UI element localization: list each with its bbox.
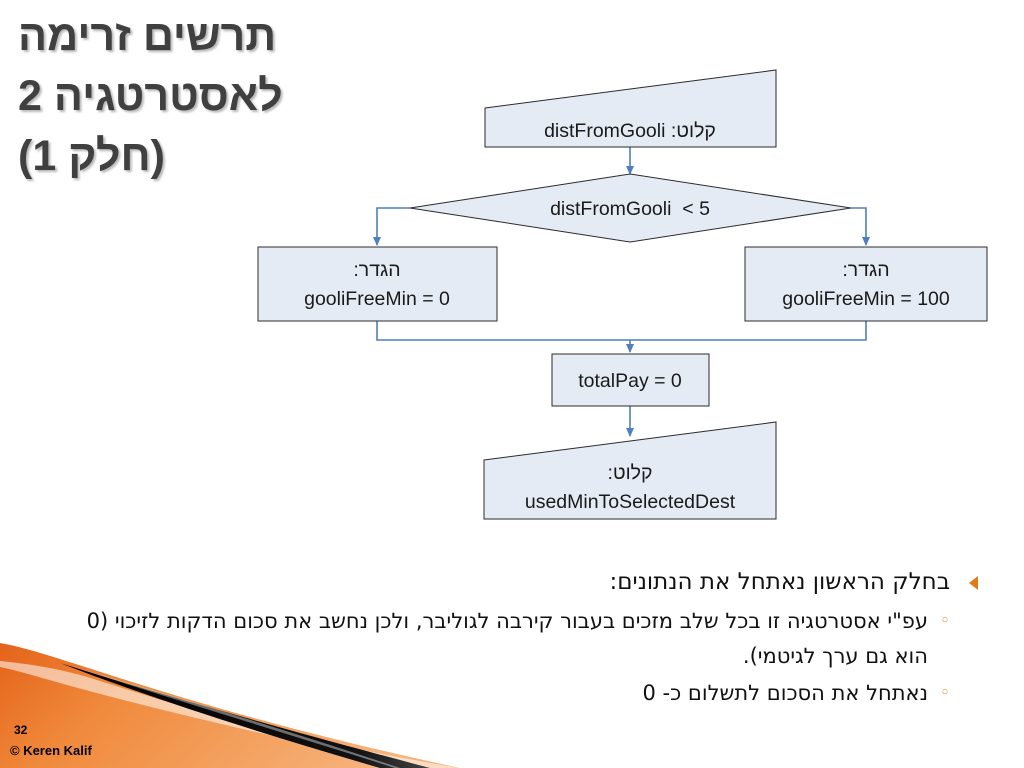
connector-left-to-merge	[376, 321, 630, 341]
decision-node-text: distFromGooli < 5	[550, 198, 710, 220]
input-node-dist: קלוט: distFromGooli	[484, 69, 777, 148]
copyright-text: © Keren Kalif	[10, 743, 92, 758]
bullet-main: בחלק הראשון נאתחל את הנתונים:	[58, 562, 978, 602]
title-line-3: (חלק 1)	[18, 132, 165, 180]
assign-node-right-label: הגדר:	[842, 259, 889, 281]
assign-node-left-value: gooliFreeMin = 0	[304, 288, 450, 310]
flowchart: קלוט: distFromGooli distFromGooli < 5 הג…	[257, 69, 988, 520]
bullet-sub-1: ◦ עפ"י אסטרטגיה זו בכל שלב מזכים בעבור ק…	[58, 604, 978, 674]
assign-node-right-value: gooliFreeMin = 100	[782, 288, 950, 310]
process-node-total-pay: totalPay = 0	[551, 353, 710, 407]
circle-bullet-icon: ◦	[939, 611, 950, 631]
decision-node: distFromGooli < 5	[409, 173, 852, 243]
connector-decision-to-left	[373, 207, 410, 246]
connectors	[373, 147, 870, 437]
assign-node-left-label: הגדר:	[353, 259, 400, 281]
triangle-bullet-icon	[969, 576, 978, 590]
bullet-sub-2: ◦ נאתחל את הסכום לתשלום כ- 0	[58, 676, 978, 711]
circle-bullet-icon: ◦	[939, 683, 950, 703]
input-node-used-min: קלוט: usedMinToSelectedDest	[483, 421, 777, 520]
bullet-sub-1-text: עפ"י אסטרטגיה זו בכל שלב מזכים בעבור קיר…	[86, 609, 928, 668]
page-number: 32	[14, 723, 28, 737]
footer-decoration	[0, 643, 460, 768]
input-node-dist-text: קלוט: distFromGooli	[544, 120, 716, 142]
bullet-list: בחלק הראשון נאתחל את הנתונים: ◦ עפ"י אסט…	[58, 562, 978, 711]
bullet-sub-2-text: נאתחל את הסכום לתשלום כ- 0	[642, 681, 929, 705]
bullet-main-text: בחלק הראשון נאתחל את הנתונים:	[609, 569, 950, 595]
assign-node-left: הגדר: gooliFreeMin = 0	[257, 246, 498, 322]
connector-decision-to-right	[851, 207, 870, 246]
slide-title: תרשים זרימה לאסטרטגיה 2 (חלק 1)	[18, 6, 348, 186]
input-node-used-min-value: usedMinToSelectedDest	[525, 491, 736, 513]
title-line-2: לאסטרטגיה 2	[18, 72, 283, 120]
connector-right-to-merge	[630, 321, 867, 341]
input-node-used-min-label: קלוט:	[607, 462, 652, 484]
title-line-1: תרשים זרימה	[18, 12, 277, 60]
process-node-total-pay-text: totalPay = 0	[578, 370, 682, 392]
assign-node-right: הגדר: gooliFreeMin = 100	[744, 246, 988, 322]
